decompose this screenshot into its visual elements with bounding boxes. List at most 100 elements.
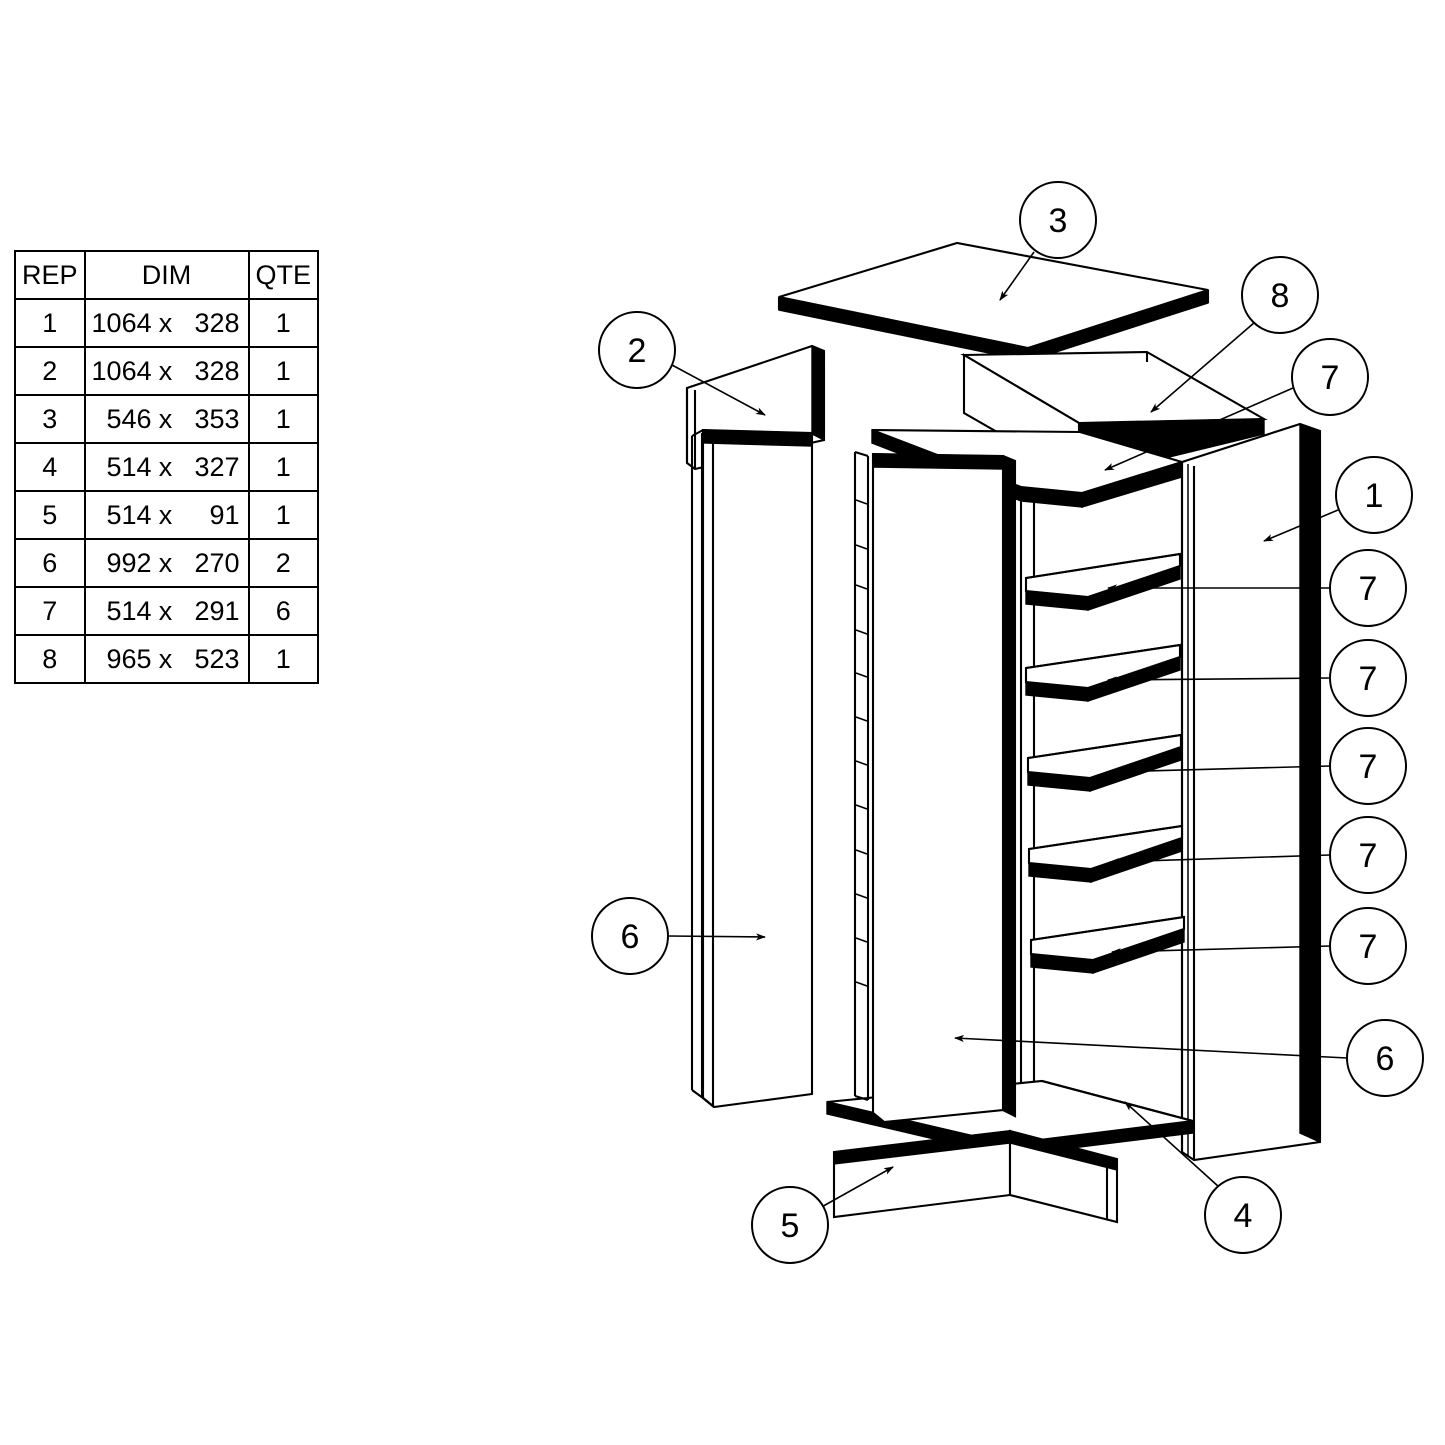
- callout-label: 8: [1271, 277, 1290, 315]
- callout-bubble[interactable]: 7: [1329, 639, 1407, 717]
- callout-label: 1: [1365, 477, 1384, 515]
- callout-bubble[interactable]: 7: [1329, 907, 1407, 985]
- cell-dim-width: 546: [106, 403, 152, 434]
- callout-label: 7: [1359, 837, 1378, 875]
- callout-label: 7: [1321, 359, 1340, 397]
- cell-dim: 1064 x 328: [83, 298, 250, 348]
- cell-dim-sep: x: [158, 547, 173, 578]
- header-qte: QTE: [247, 250, 320, 300]
- cell-dim: 546 x 353: [83, 394, 250, 444]
- cell-rep: 2: [14, 346, 86, 396]
- cell-rep: 6: [14, 538, 86, 588]
- header-rep: REP: [14, 250, 86, 300]
- cell-dim-height: 328: [194, 307, 240, 338]
- part-3-top-panel: [777, 241, 1210, 362]
- table-row: 2 1064 x 328 1: [14, 346, 320, 396]
- callout-label: 6: [621, 918, 640, 956]
- callout-bubble[interactable]: 6: [1346, 1019, 1424, 1097]
- part-5-plinth: [832, 1129, 1119, 1224]
- cell-dim-height: 270: [194, 547, 240, 578]
- table-row: 4 514 x 327 1: [14, 442, 320, 492]
- header-dim: DIM: [83, 250, 250, 300]
- cell-dim-sep: x: [158, 451, 173, 482]
- cell-dim-sep: x: [158, 499, 173, 530]
- table-row: 5 514 x 91 1: [14, 490, 320, 540]
- callout-label: 6: [1376, 1040, 1395, 1078]
- cell-dim: 1064 x 328: [83, 346, 250, 396]
- cell-qte: 1: [247, 634, 320, 684]
- callout-bubble[interactable]: 8: [1241, 256, 1319, 334]
- cell-rep: 4: [14, 442, 86, 492]
- cell-qte: 1: [247, 394, 320, 444]
- cell-dim-width: 992: [106, 547, 152, 578]
- table-row: 7 514 x 291 6: [14, 586, 320, 636]
- cell-dim-height: 353: [194, 403, 240, 434]
- cell-dim-width: 965: [106, 643, 152, 674]
- cell-dim: 514 x 291: [83, 586, 250, 636]
- cell-qte: 6: [247, 586, 320, 636]
- cell-qte: 2: [247, 538, 320, 588]
- callout-label: 3: [1049, 202, 1068, 240]
- callout-label: 7: [1359, 928, 1378, 966]
- parts-table: REP DIM QTE 1 1064 x 328 1 2: [14, 250, 320, 684]
- callout-bubble[interactable]: 7: [1329, 816, 1407, 894]
- callout-label: 7: [1359, 748, 1378, 786]
- cell-qte: 1: [247, 490, 320, 540]
- cell-dim-sep: x: [158, 403, 173, 434]
- callout-bubble[interactable]: 6: [591, 897, 669, 975]
- parts-table-container: REP DIM QTE 1 1064 x 328 1 2: [14, 250, 320, 684]
- cell-dim: 514 x 91: [83, 490, 250, 540]
- callout-bubble[interactable]: 5: [751, 1186, 829, 1264]
- cell-dim: 965 x 523: [83, 634, 250, 684]
- callout-bubble[interactable]: 4: [1204, 1176, 1282, 1254]
- callout-label: 2: [628, 332, 647, 370]
- callout-label: 5: [781, 1207, 800, 1245]
- part-6-left-door: [690, 428, 814, 1109]
- callout-bubble[interactable]: 7: [1329, 549, 1407, 627]
- part-7-shelf-3: [1024, 643, 1182, 702]
- cell-dim-height: 328: [194, 355, 240, 386]
- cell-dim: 992 x 270: [83, 538, 250, 588]
- cell-dim-sep: x: [158, 355, 173, 386]
- table-row: 3 546 x 353 1: [14, 394, 320, 444]
- cell-dim-height: 327: [194, 451, 240, 482]
- cell-rep: 5: [14, 490, 86, 540]
- table-row: 8 965 x 523 1: [14, 634, 320, 684]
- part-1-right-side-panel: [1180, 422, 1322, 1162]
- callout-leaders: [667, 251, 1348, 1210]
- cell-dim: 514 x 327: [83, 442, 250, 492]
- part-7-shelf-4: [1026, 733, 1183, 792]
- callout-label: 7: [1359, 660, 1378, 698]
- cell-dim-sep: x: [158, 307, 173, 338]
- callout-bubble[interactable]: 7: [1291, 338, 1369, 416]
- cell-qte: 1: [247, 346, 320, 396]
- inner-vertical-divider-left-bay: [853, 450, 870, 1102]
- cell-dim-height: 291: [194, 595, 240, 626]
- cell-dim-height: 91: [209, 499, 240, 530]
- callout-bubble[interactable]: 2: [598, 311, 676, 389]
- cell-dim-width: 514: [106, 595, 152, 626]
- cell-dim-sep: x: [158, 643, 173, 674]
- part-7-shelf-6: [1029, 915, 1186, 974]
- cell-qte: 1: [247, 298, 320, 348]
- cell-dim-height: 523: [194, 643, 240, 674]
- callout-bubble[interactable]: 7: [1329, 727, 1407, 805]
- cell-dim-sep: x: [158, 595, 173, 626]
- cell-rep: 8: [14, 634, 86, 684]
- cell-dim-width: 514: [106, 499, 152, 530]
- cell-rep: 1: [14, 298, 86, 348]
- cell-rep: 3: [14, 394, 86, 444]
- part-7-shelf-2: [1024, 552, 1182, 611]
- cell-qte: 1: [247, 442, 320, 492]
- part-7-shelf-5: [1027, 824, 1184, 883]
- cell-dim-width: 1064: [91, 307, 152, 338]
- table-row: 1 1064 x 328 1: [14, 298, 320, 348]
- cell-dim-width: 1064: [91, 355, 152, 386]
- callout-bubble[interactable]: 3: [1019, 181, 1097, 259]
- callout-label: 4: [1234, 1197, 1253, 1235]
- part-6-center-door: [871, 452, 1017, 1124]
- callout-bubble[interactable]: 1: [1335, 456, 1413, 534]
- table-header-row: REP DIM QTE: [14, 250, 320, 300]
